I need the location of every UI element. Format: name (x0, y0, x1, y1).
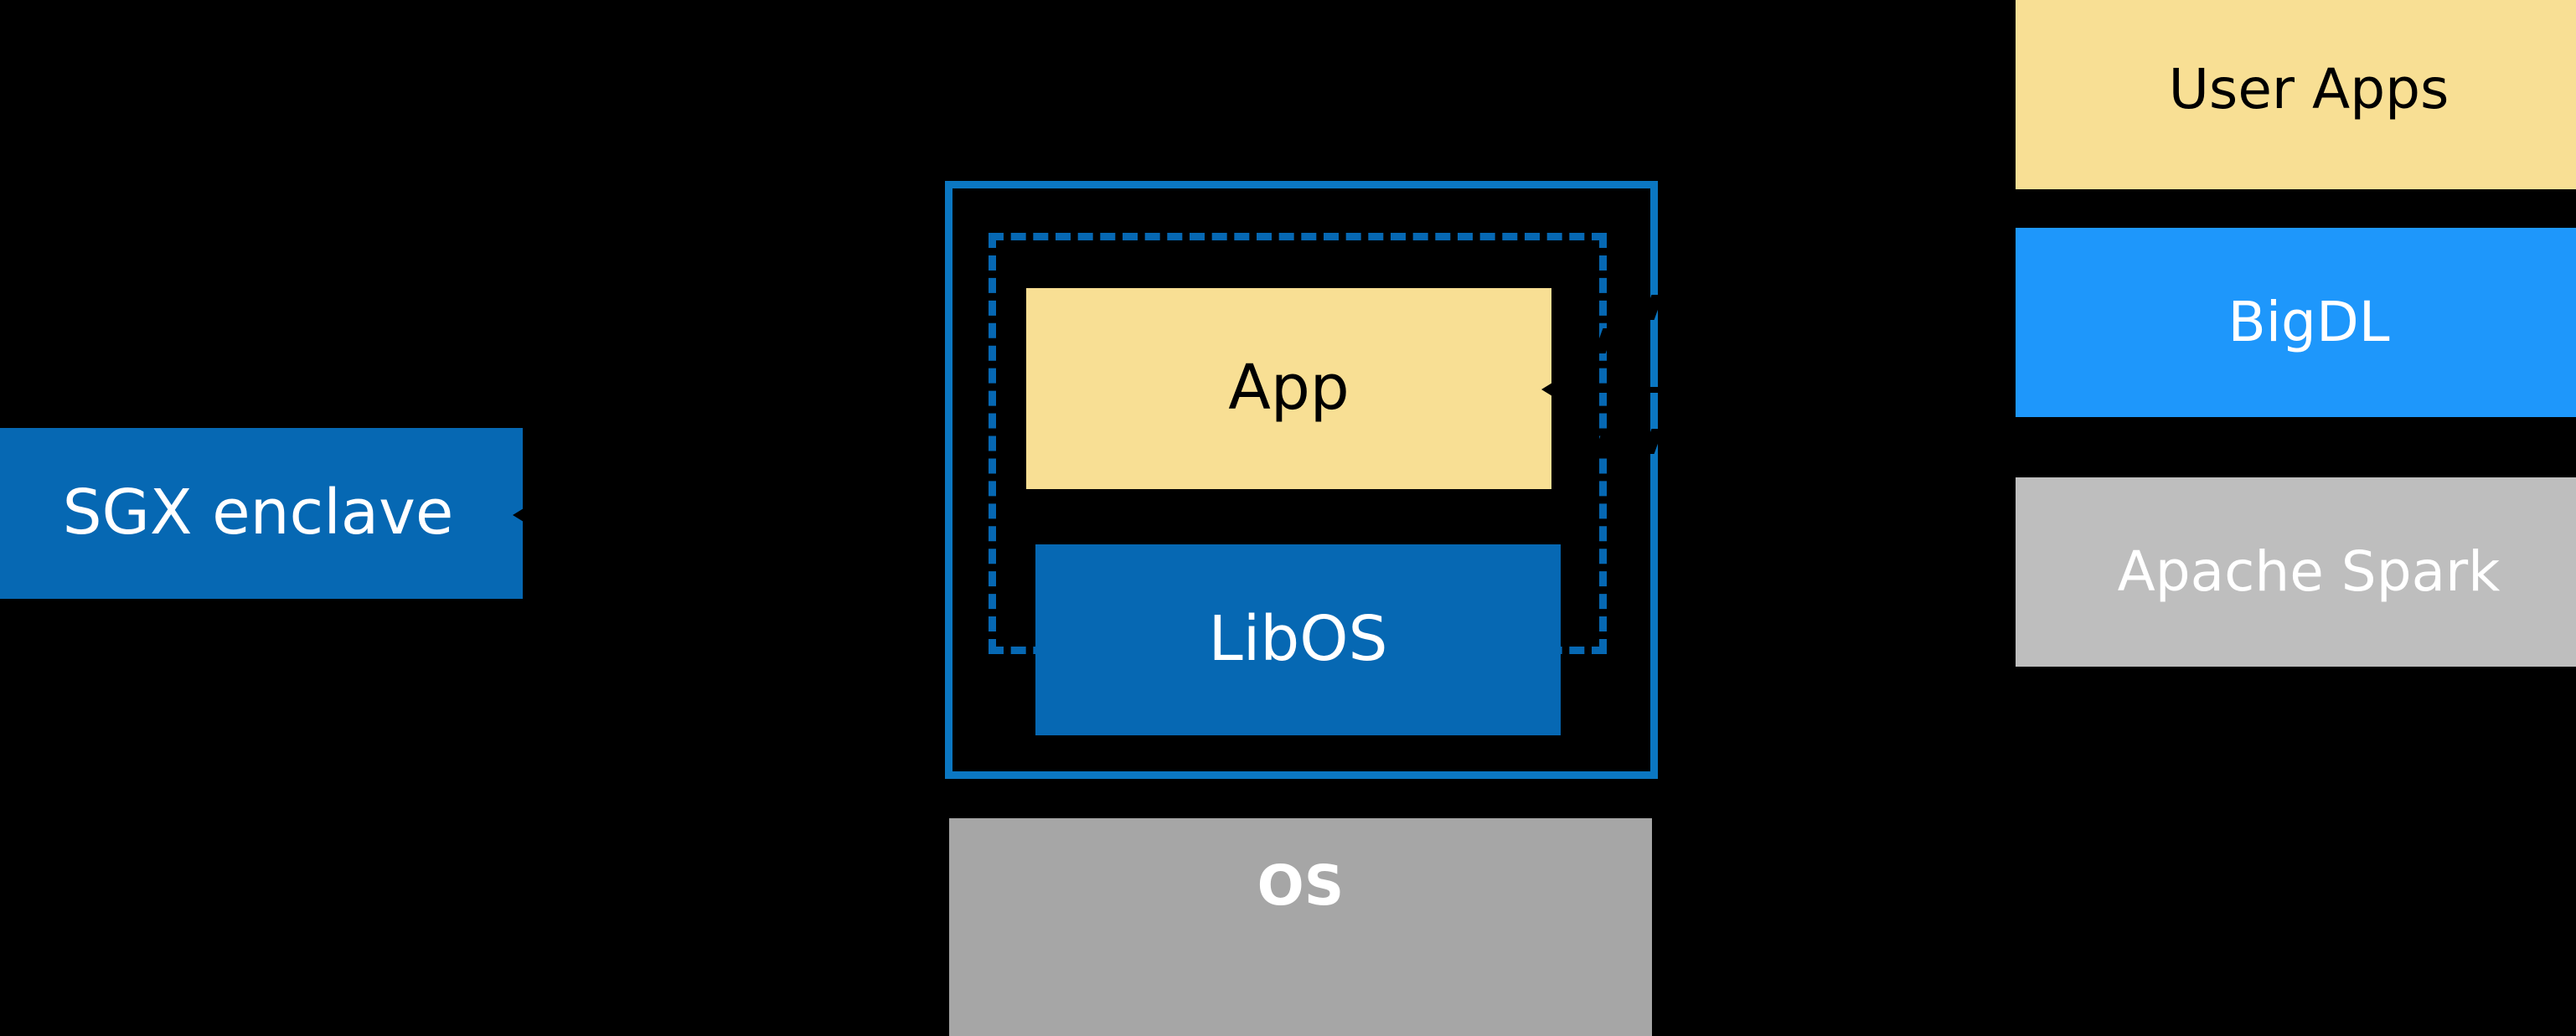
sgx-enclave-label: SGX enclave (62, 477, 454, 549)
user-apps-box[interactable]: User Apps (2016, 0, 2576, 189)
connector-line (533, 513, 982, 518)
apache-spark-label: Apache Spark (2117, 539, 2501, 605)
app-label: App (1228, 352, 1350, 425)
app-box[interactable]: App (1026, 288, 1551, 489)
libos-label: LibOS (1208, 603, 1388, 676)
apache-spark-box[interactable]: Apache Spark (2016, 477, 2576, 667)
libos-box[interactable]: LibOS (1035, 544, 1561, 735)
bigdl-box[interactable]: BigDL (2016, 228, 2576, 417)
user-apps-label: User Apps (2168, 57, 2450, 122)
bigdl-label: BigDL (2228, 290, 2390, 355)
enclave-outer-boundary (945, 181, 1658, 779)
sgx-enclave-box[interactable]: SGX enclave (0, 428, 523, 599)
sgx-enclave-connector (513, 501, 982, 529)
os-box[interactable]: OS (949, 818, 1652, 1036)
os-label: OS (1257, 853, 1345, 918)
